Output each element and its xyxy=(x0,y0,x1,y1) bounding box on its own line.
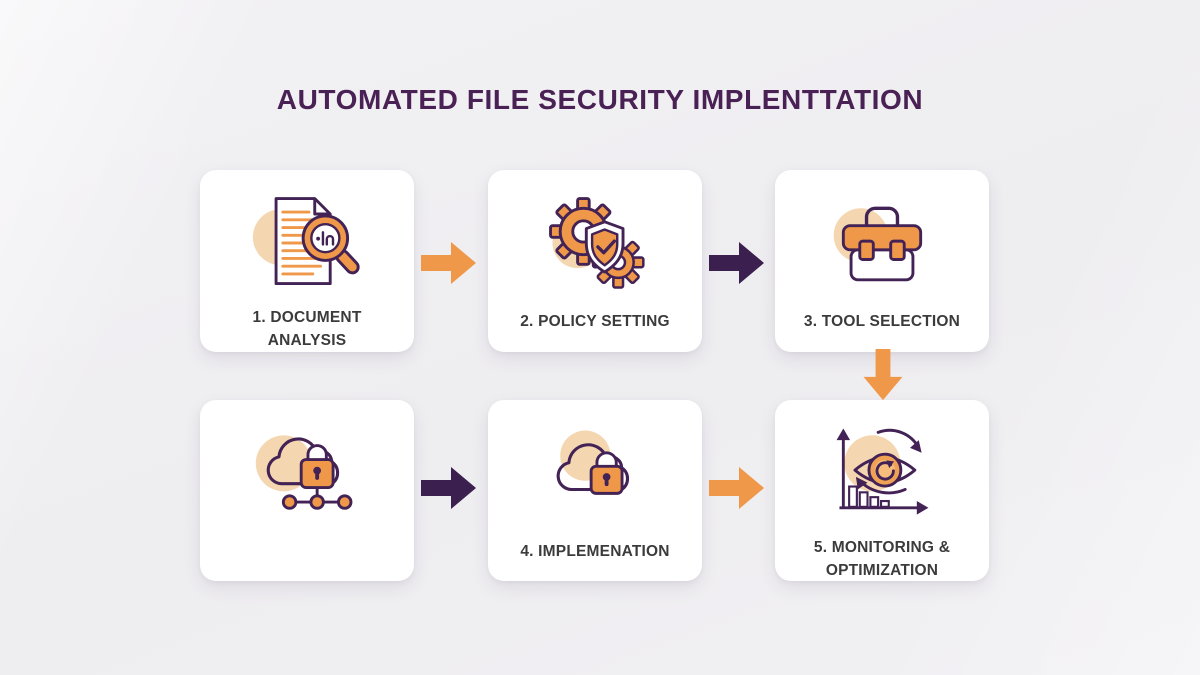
arrow-cloud-step4 xyxy=(420,466,478,510)
gears-shield-icon xyxy=(537,185,653,305)
cloud-lock-network-icon xyxy=(249,415,365,535)
step-card-monitoring-optimization: 5. MONITORING & OPTIMIZATION xyxy=(775,400,989,581)
cloud-lock-icon xyxy=(537,415,653,535)
arrow-step3-step5-down xyxy=(861,349,905,401)
step-card-cloud-security xyxy=(200,400,414,581)
page-title: AUTOMATED FILE SECURITY IMPLENTTATION xyxy=(276,84,924,115)
step-label: 2. POLICY SETTING xyxy=(520,313,670,330)
step-label: 1. DOCUMENT ANALYSIS xyxy=(252,309,362,350)
eye-analytics-icon xyxy=(824,415,940,531)
step-card-document-analysis: 1. DOCUMENT ANALYSIS xyxy=(200,170,414,352)
step-label: 4. IMPLEMENATION xyxy=(520,543,670,560)
step-label: 5. MONITORING & OPTIMIZATION xyxy=(813,539,951,580)
step-card-implementation: 4. IMPLEMENATION xyxy=(488,400,702,581)
toolbox-icon xyxy=(824,185,940,305)
arrow-step2-step3 xyxy=(708,241,766,285)
step-card-tool-selection: 3. TOOL SELECTION xyxy=(775,170,989,352)
arrow-step4-step5 xyxy=(708,466,766,510)
document-magnifier-icon xyxy=(249,185,365,301)
step-label: 3. TOOL SELECTION xyxy=(803,313,961,330)
step-card-policy-setting: 2. POLICY SETTING xyxy=(488,170,702,352)
arrow-step1-step2 xyxy=(420,241,478,285)
